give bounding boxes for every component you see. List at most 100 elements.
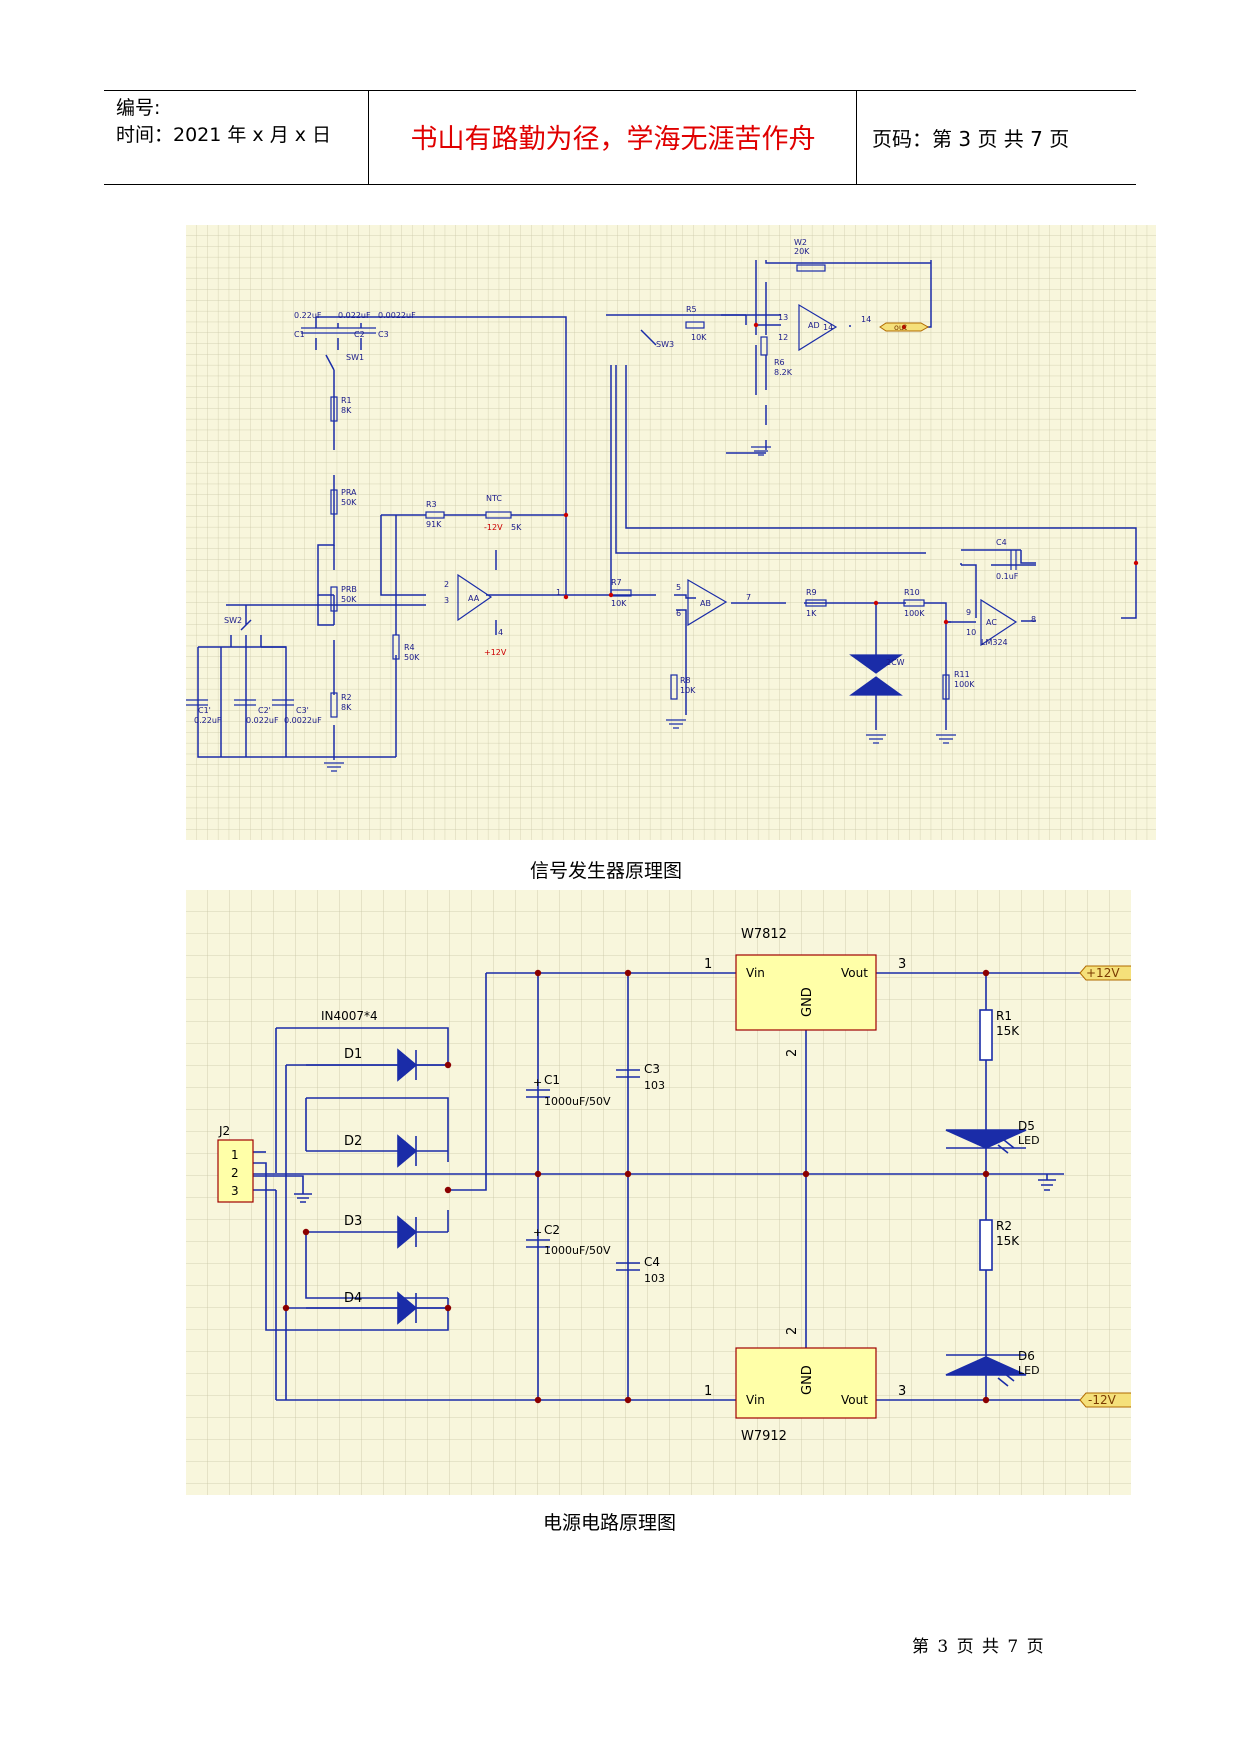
- thermistor-ntc: [485, 511, 512, 519]
- label-gnd-bottom: GND: [800, 1365, 815, 1395]
- plus12v-tag: [1079, 965, 1131, 981]
- label-sw1: SW1: [346, 353, 364, 362]
- label-c2p: C2': [258, 706, 271, 715]
- label-j2-pin3: 3: [231, 1184, 239, 1198]
- labels: W7812 W7912 Vin Vout GND Vin Vout GND 1 …: [218, 927, 1120, 1444]
- label-c4: C4: [996, 538, 1007, 547]
- resistor-r1: [330, 396, 338, 422]
- label-c2-value: 1000uF/50V: [544, 1244, 611, 1257]
- label-pin1-bottom: 1: [704, 1384, 712, 1399]
- label-r2-value: 15K: [996, 1234, 1020, 1248]
- resistor-w2: [796, 264, 826, 272]
- label-pin9: 9: [966, 608, 971, 617]
- header-page-label: 页码：第 3 页 共 7 页: [872, 127, 1070, 151]
- label-c3p-value: 0.0022uF: [284, 716, 322, 725]
- grid-background: [186, 890, 1131, 1495]
- header-motto: 书山有路勤为径，学海无涯苦作舟: [410, 124, 816, 155]
- label-pin10: 10: [966, 628, 976, 637]
- resistor-r2: [330, 692, 338, 718]
- label-diodes: IN4007*4: [321, 1009, 378, 1023]
- label-pin1-top: 1: [704, 957, 712, 972]
- label-ntc: NTC: [486, 494, 502, 503]
- figure2-caption: 电源电路原理图: [543, 1512, 677, 1534]
- label-c4: C4: [644, 1255, 660, 1269]
- page-footer: 第 3 页 共 7 页: [912, 1637, 1044, 1657]
- resistor-pra: [330, 489, 338, 515]
- label-w2: W2: [794, 238, 807, 247]
- opamp-ac: [980, 598, 1018, 647]
- label-aa: AA: [468, 594, 480, 603]
- label-pin2: 2: [444, 580, 449, 589]
- number-label: 编号:: [116, 97, 161, 119]
- label-r2: R2: [341, 693, 352, 702]
- label-d4: D4: [344, 1291, 362, 1306]
- label-c1-value: 1000uF/50V: [544, 1095, 611, 1108]
- label-d5-led: LED: [1018, 1134, 1040, 1147]
- label-pin6: 6: [676, 609, 681, 618]
- label-pin4: 4: [498, 628, 503, 637]
- resistor-prb: [330, 586, 338, 612]
- label-ac: AC: [986, 618, 997, 627]
- label-pin5: 5: [676, 583, 681, 592]
- resistor-r5: [685, 321, 705, 329]
- label-vout-top: Vout: [841, 966, 868, 980]
- figure1-caption: 信号发生器原理图: [530, 860, 683, 882]
- label-r6-value: 8.2K: [774, 368, 793, 377]
- label-sw2: SW2: [224, 616, 242, 625]
- label-pin8: 8: [1031, 615, 1036, 624]
- junctions: [282, 969, 990, 1404]
- label-r5: R5: [686, 305, 697, 314]
- resistor-r10: [903, 599, 925, 607]
- label-r4-value: 50K: [404, 653, 420, 662]
- label-pin13: 13: [778, 313, 788, 322]
- label-c2-value: 0.022uF: [338, 311, 371, 320]
- connector-j2: [217, 1139, 254, 1203]
- junctions: [563, 322, 1139, 625]
- label-minus12v: -12V: [1088, 1393, 1117, 1407]
- label-pin12: 12: [778, 333, 788, 342]
- label-r6: R6: [774, 358, 785, 367]
- label-r2: R2: [996, 1219, 1012, 1233]
- label-r9: R9: [806, 588, 817, 597]
- label-vin-bottom: Vin: [746, 1393, 765, 1407]
- label-c3: C3: [378, 330, 389, 339]
- label-c1: C1: [294, 330, 305, 339]
- label-d2: D2: [344, 1134, 362, 1149]
- regulator-w7912: [735, 1347, 877, 1419]
- label-pra-value: 50K: [341, 498, 357, 507]
- label-c2p-value: 0.022uF: [246, 716, 279, 725]
- label-r1: R1: [341, 396, 352, 405]
- resistor-r4: [392, 634, 400, 660]
- label-c2: C2: [354, 330, 365, 339]
- resistor-r8: [670, 674, 678, 700]
- label-plus12v: +12V: [1086, 966, 1120, 980]
- opamp-aa: [457, 573, 493, 622]
- label-c3p: C3': [296, 706, 309, 715]
- label-d6-led: LED: [1018, 1364, 1040, 1377]
- led-d6: [945, 1356, 1027, 1376]
- label-r1-value: 15K: [996, 1024, 1020, 1038]
- label-r3: R3: [426, 500, 437, 509]
- label-pin14a: 14: [823, 323, 833, 332]
- label-c2-plus: +: [533, 1226, 542, 1239]
- label-prb: PRB: [341, 585, 357, 594]
- header-divider: [856, 91, 857, 184]
- label-c1-plus: +: [533, 1076, 542, 1089]
- label-c3-value: 0.0022uF: [378, 311, 416, 320]
- label-pin7: 7: [746, 593, 751, 602]
- labels: W2 20K R5 10K R6 8.2K AD 13 12 14 14 out…: [194, 238, 1036, 725]
- regulator-w7812: [735, 954, 877, 1031]
- label-pin2-top: 2: [785, 1049, 800, 1057]
- label-c3-value: 103: [644, 1079, 665, 1092]
- label-j2: J2: [218, 1124, 230, 1138]
- label-pin2-bottom: 2: [785, 1327, 800, 1335]
- header-divider: [368, 91, 369, 184]
- label-c3: C3: [644, 1062, 660, 1076]
- label-c4-value: 0.1uF: [996, 572, 1019, 581]
- label-j2-pin2: 2: [231, 1166, 239, 1180]
- label-r11-value: 100K: [954, 680, 975, 689]
- label-w2-value: 20K: [794, 247, 810, 256]
- label-out: out: [894, 323, 907, 332]
- label-vout-bottom: Vout: [841, 1393, 868, 1407]
- label-pin3-top: 3: [898, 957, 906, 972]
